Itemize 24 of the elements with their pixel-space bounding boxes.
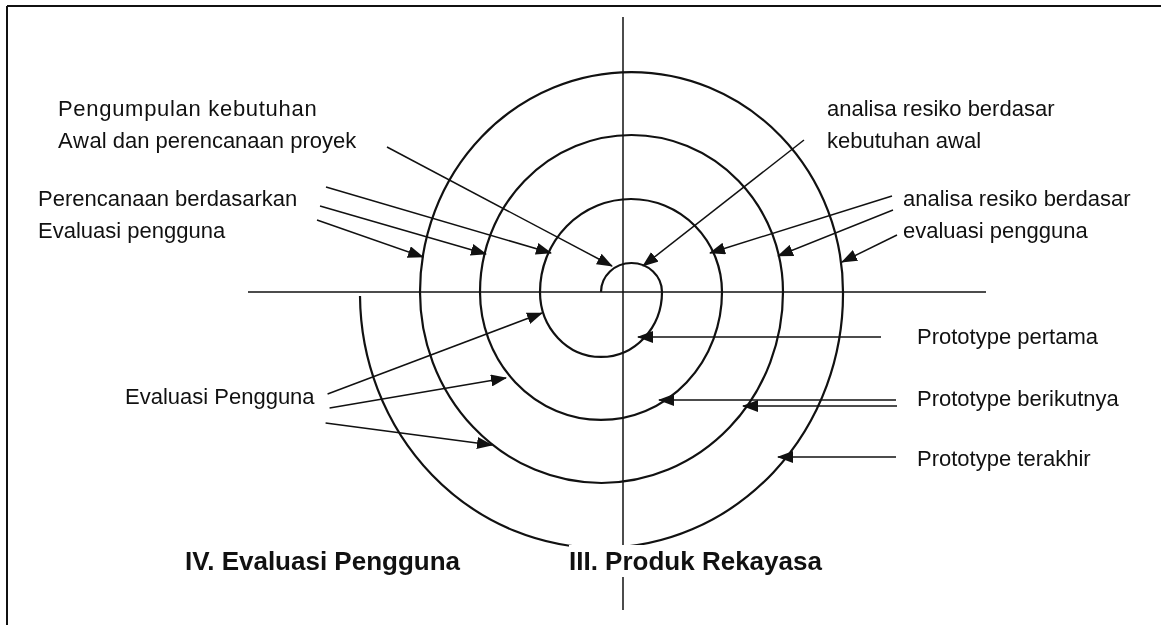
annotation-text: Prototype pertama: [917, 321, 1098, 353]
leader-arrow: [326, 312, 543, 395]
leader-arrow: [742, 400, 898, 412]
leader-arrow: [777, 451, 897, 463]
annotation-text: Perencanaan berdasarkan Evaluasi pengguna: [38, 183, 313, 247]
leader-arrow: [324, 422, 493, 449]
leader-arrow: [777, 209, 894, 257]
leader-arrow: [637, 331, 882, 343]
leader-arrow: [709, 195, 893, 255]
leader-arrow: [841, 234, 898, 263]
annotation-text: Prototype terakhir: [917, 443, 1091, 475]
annotation-text: Pengumpulan kebutuhan Awal dan perencanaan proyek: [58, 93, 363, 157]
leader-arrow: [642, 139, 805, 267]
leader-arrow: [386, 146, 613, 267]
annotation-text: analisa resiko berdasar kebutuhan awal: [827, 93, 1067, 157]
leader-arrow: [319, 205, 487, 256]
annotation-text: Prototype berikutnya: [917, 383, 1119, 415]
annotation-text: Evaluasi Pengguna: [125, 381, 315, 413]
leader-arrow: [325, 186, 552, 255]
leader-arrow: [658, 394, 897, 406]
leader-arrow: [328, 374, 507, 409]
quadrant-label: III. Produk Rekayasa: [569, 545, 822, 577]
annotation-text: analisa resiko berdasar evaluasi pengguna: [903, 183, 1143, 247]
leader-arrow: [316, 219, 424, 258]
